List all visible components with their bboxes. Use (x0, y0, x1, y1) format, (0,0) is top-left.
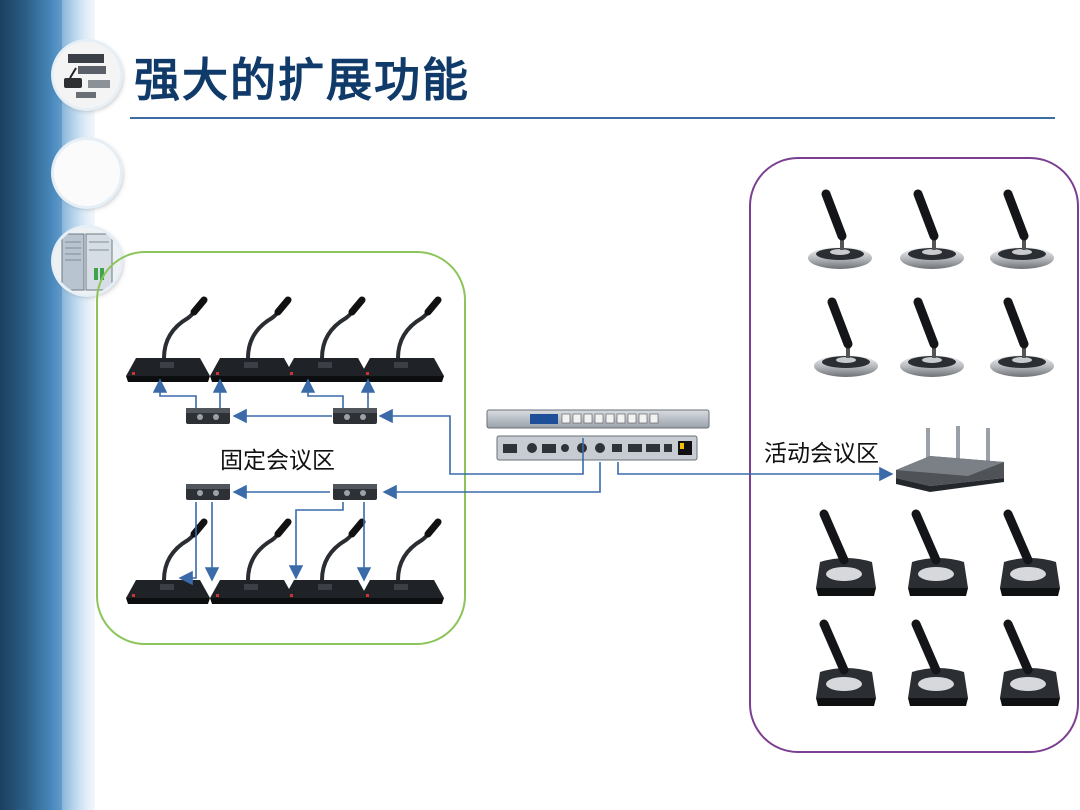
host-controller-unit (486, 409, 710, 461)
blank-circle-icon (54, 140, 120, 206)
splitter-3 (186, 484, 230, 500)
title-divider (130, 117, 1055, 119)
wireless-mic-11 (908, 624, 968, 706)
wireless-mic-5 (900, 302, 964, 377)
wired-mic-1 (126, 300, 210, 382)
slide-title: 强大的扩展功能 (134, 53, 470, 107)
conference-equipment-icon (54, 42, 120, 108)
wireless-mic-1 (808, 194, 872, 269)
fixed-zone-label: 固定会议区 (220, 448, 335, 474)
wireless-mic-7 (816, 514, 876, 596)
wired-mic-3 (284, 300, 368, 382)
active-zone-label: 活动会议区 (764, 441, 879, 467)
wireless-mic-6 (990, 302, 1054, 377)
wireless-mic-4 (814, 302, 878, 377)
wired-mic-6 (210, 522, 294, 604)
connection-lines (152, 378, 894, 586)
wired-mic-2 (210, 300, 294, 382)
wired-mic-5 (126, 522, 210, 604)
splitter-2 (333, 408, 377, 424)
wireless-router (896, 426, 1004, 492)
wireless-mic-9 (1000, 514, 1060, 596)
wireless-mic-3 (990, 194, 1054, 269)
splitter-1 (186, 408, 230, 424)
wireless-mic-12 (1000, 624, 1060, 706)
wired-mic-8 (360, 522, 444, 604)
active-zone-border (749, 157, 1079, 753)
rack-server-icon (54, 228, 120, 294)
splitter-4 (333, 484, 377, 500)
wireless-mic-2 (900, 194, 964, 269)
wireless-mic-10 (816, 624, 876, 706)
wired-mic-4 (360, 300, 444, 382)
left-decorative-stripe (0, 0, 102, 810)
wireless-mic-8 (908, 514, 968, 596)
fixed-zone-border (96, 251, 466, 645)
